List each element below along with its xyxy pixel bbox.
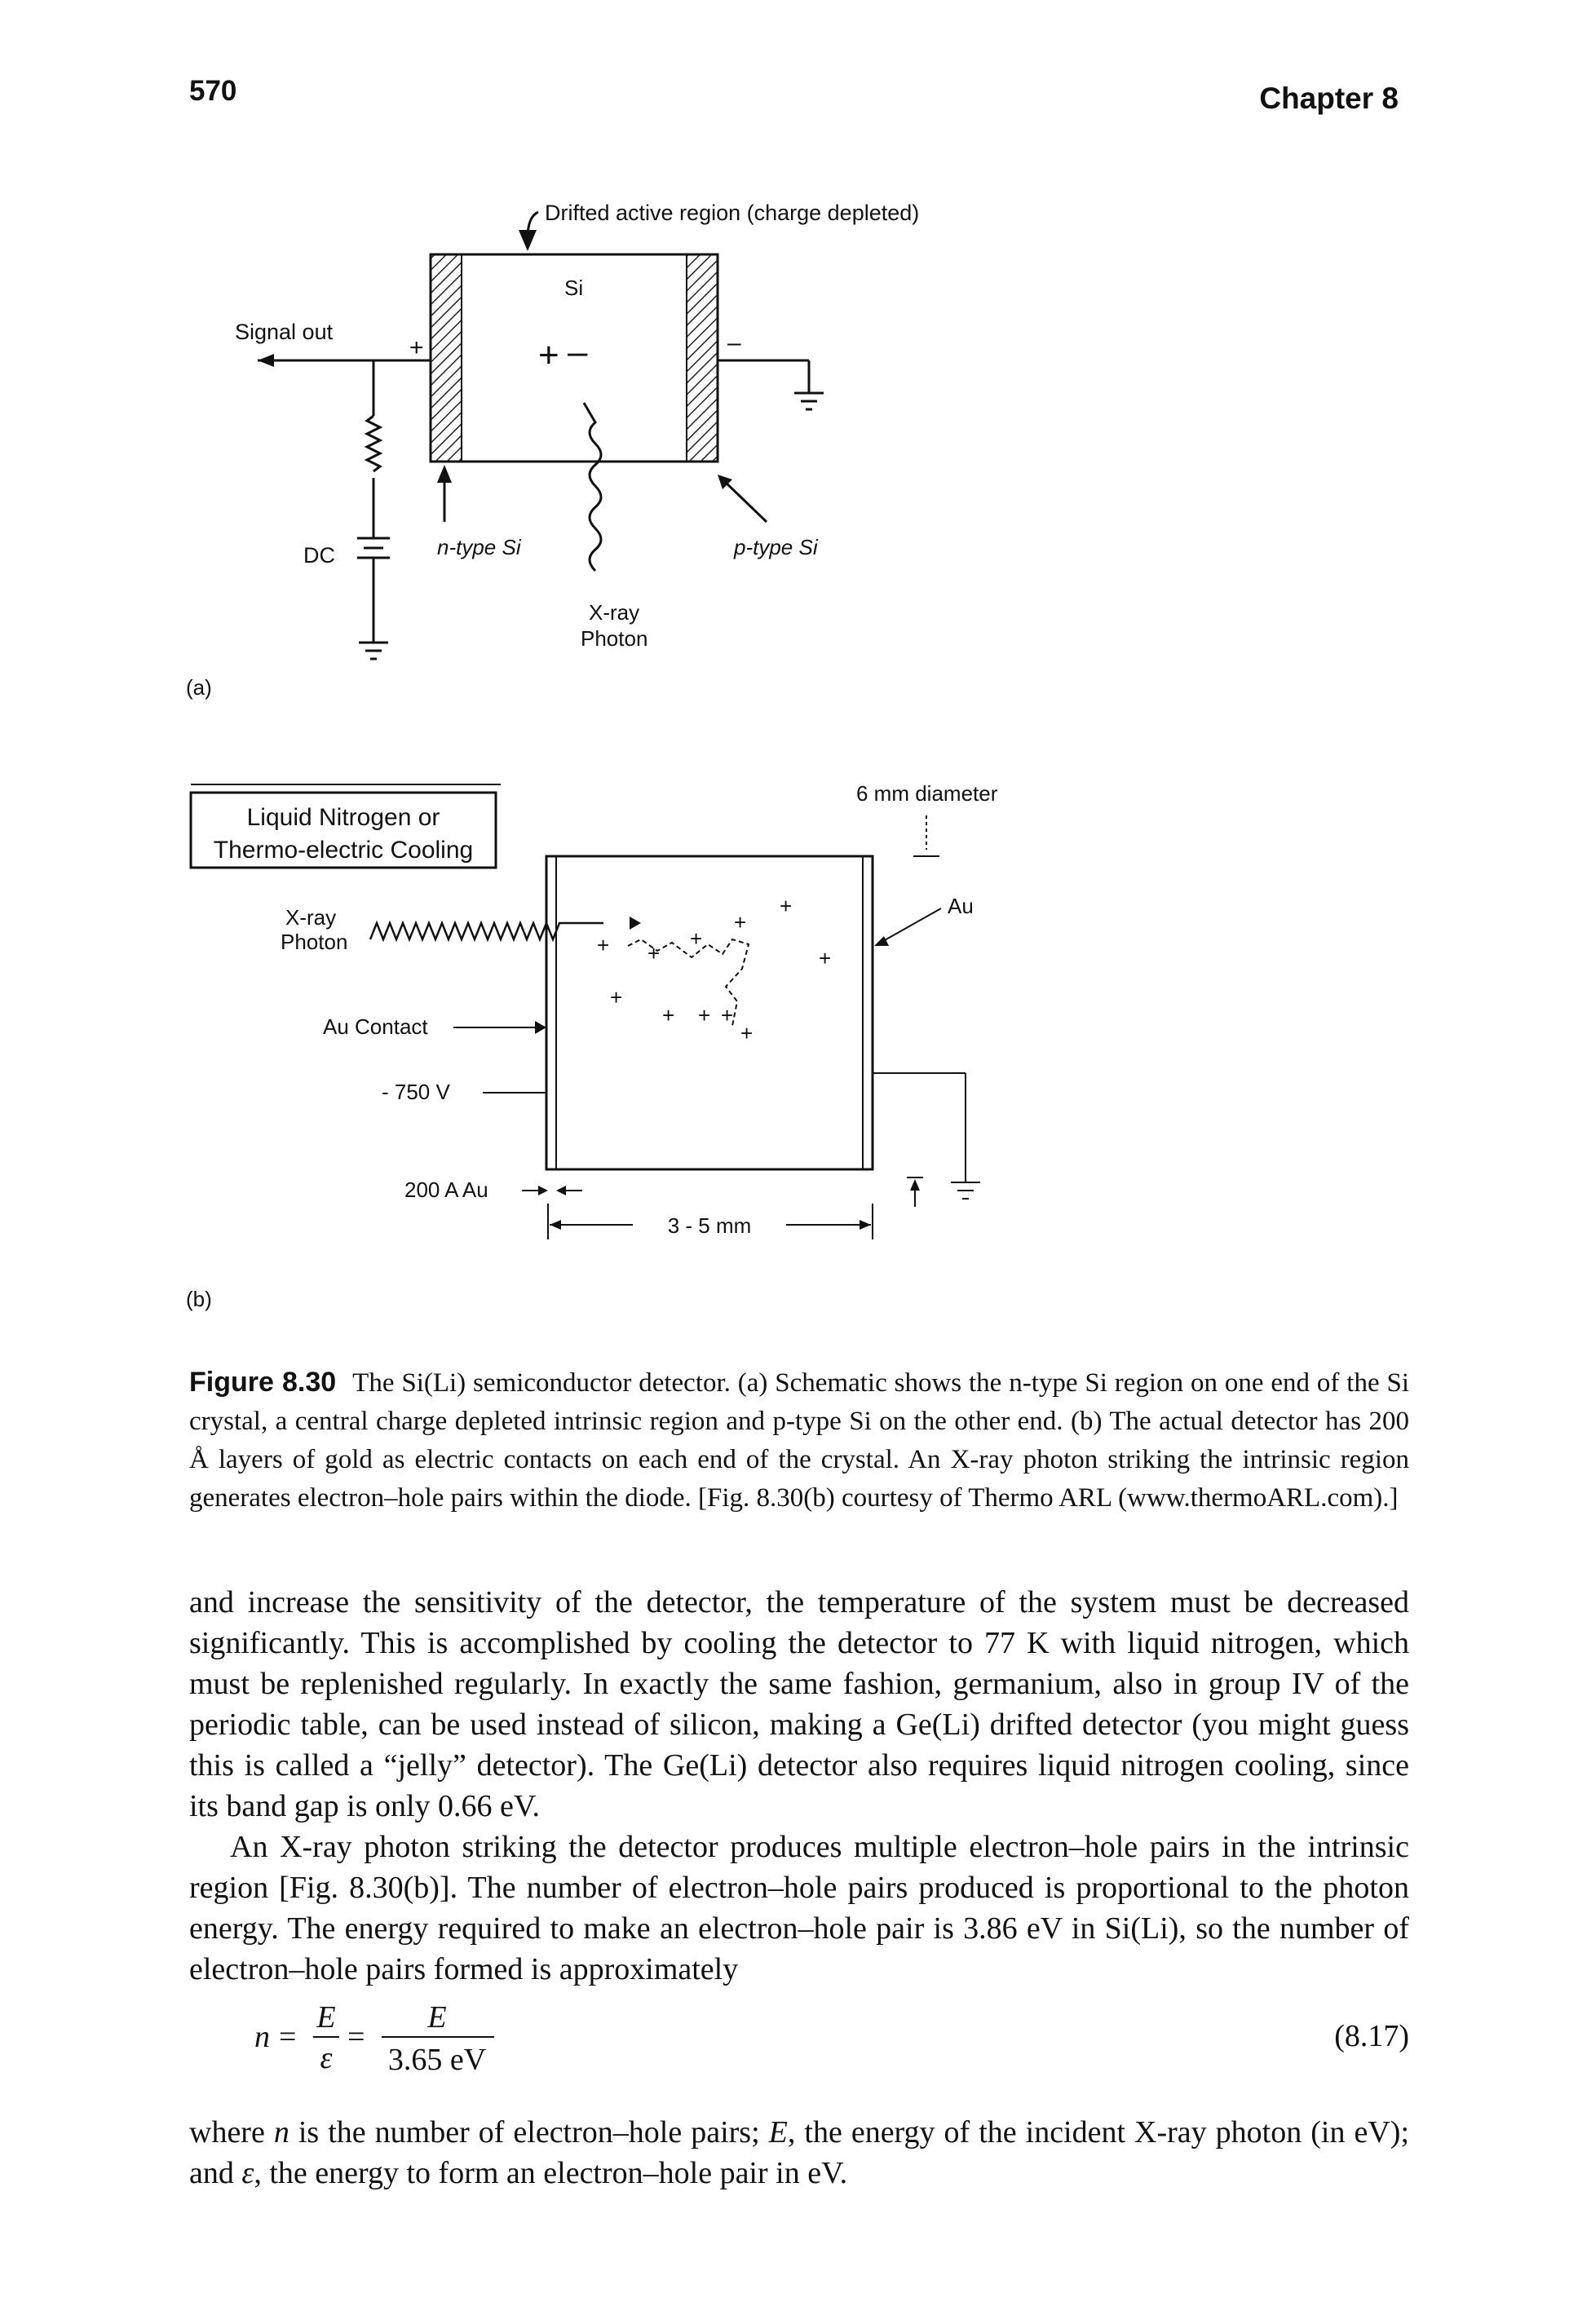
cooling-label-line1: Liquid Nitrogen or bbox=[247, 804, 440, 831]
equation-8-17: n = E ε = E 3.65 eV (8.17) bbox=[189, 1990, 1409, 2079]
hole-2: + bbox=[647, 941, 660, 965]
running-head: Chapter 8 bbox=[1259, 82, 1399, 115]
thickness-arrowhead-left bbox=[550, 1220, 561, 1230]
paragraph-1: and increase the sensitivity of the dete… bbox=[189, 1585, 1409, 1823]
body-text: and increase the sensitivity of the dete… bbox=[189, 1582, 1409, 1990]
closing-text-4: , the energy to form an electron–hole pa… bbox=[254, 2156, 848, 2190]
n-type-label: n-type Si bbox=[437, 535, 522, 559]
voltage-label: - 750 V bbox=[382, 1080, 450, 1104]
figure-caption-text: The Si(Li) semiconductor detector. (a) S… bbox=[189, 1368, 1410, 1513]
equation-number: (8.17) bbox=[1334, 2019, 1409, 2053]
au-contact-label: Au Contact bbox=[323, 1014, 428, 1039]
eq-frac2-num: E bbox=[426, 2000, 446, 2035]
closing-text-1: where bbox=[189, 2115, 274, 2149]
p-type-arrow bbox=[721, 478, 768, 524]
eq-frac1-num: E bbox=[316, 2000, 335, 2035]
hole-8: + bbox=[662, 1003, 674, 1027]
xray-label-line1: X-ray bbox=[285, 905, 336, 930]
xray-arrowhead bbox=[630, 917, 641, 930]
cooling-label-box bbox=[189, 791, 497, 869]
closing-text-2: is the number of electron–hole pairs; bbox=[289, 2115, 769, 2149]
xray-photon-path bbox=[582, 402, 603, 572]
hole-1: + bbox=[597, 933, 609, 957]
p-type-label: p-type Si bbox=[733, 535, 819, 559]
closing-var-epsilon: ε bbox=[241, 2156, 254, 2190]
n-type-arrowhead bbox=[437, 465, 452, 483]
au-pointer-arrowhead bbox=[874, 936, 889, 946]
hole-9: + bbox=[698, 1003, 710, 1027]
xray-label-line2: Photon bbox=[581, 626, 647, 651]
p-type-layer bbox=[686, 254, 718, 462]
closing-var-e: E bbox=[768, 2115, 788, 2149]
xray-label-line2: Photon bbox=[281, 930, 347, 954]
resistor bbox=[364, 414, 383, 473]
eq-lhs: n bbox=[254, 2020, 270, 2054]
signal-out-label: Signal out bbox=[235, 320, 334, 344]
hole-3: + bbox=[690, 926, 702, 951]
right-contact-minus: – bbox=[727, 329, 741, 356]
detector-crystal bbox=[545, 855, 874, 1171]
eq-equals-2: = bbox=[347, 2020, 365, 2054]
closing-paragraph: where n is the number of electron–hole p… bbox=[189, 2112, 1409, 2194]
closing-text-3: , the energy of the incident X-ray photo… bbox=[189, 2115, 1409, 2190]
xray-zigzag bbox=[369, 920, 603, 943]
diameter-label: 6 mm diameter bbox=[856, 781, 998, 806]
figure-caption-label: Figure 8.30 bbox=[189, 1367, 337, 1398]
dc-label: DC bbox=[303, 543, 335, 568]
closing-var-n: n bbox=[273, 2115, 289, 2149]
electron-track bbox=[627, 938, 750, 1027]
au-contact-arrowhead bbox=[535, 1021, 546, 1034]
figure-8-30a: Drifted active region (charge depleted) … bbox=[186, 201, 919, 700]
eq-frac2-den: 3.65 eV bbox=[388, 2043, 487, 2077]
page-number: 570 bbox=[189, 75, 237, 107]
au-label: Au bbox=[948, 894, 974, 918]
au-layer-arrowhead-left bbox=[538, 1186, 548, 1195]
xray-label-line1: X-ray bbox=[589, 600, 639, 625]
hole-5: + bbox=[780, 894, 792, 918]
hole-6: + bbox=[819, 946, 831, 970]
n-type-layer bbox=[430, 254, 462, 462]
hole-11: + bbox=[740, 1021, 753, 1045]
au-layer-arrowhead-right bbox=[556, 1186, 566, 1195]
au-pointer bbox=[877, 908, 942, 945]
equation-body: n = E ε = E 3.65 eV bbox=[254, 2000, 494, 2077]
figure-8-30b: Liquid Nitrogen or Thermo-electric Cooli… bbox=[186, 781, 998, 1311]
hole-4: + bbox=[734, 910, 746, 934]
paragraph-2: An X-ray photon striking the detector pr… bbox=[189, 1830, 1409, 1986]
left-contact-plus: + bbox=[409, 334, 424, 361]
p-type-arrowhead bbox=[718, 475, 732, 489]
panel-b-label: (b) bbox=[186, 1287, 212, 1311]
thickness-arrowhead-right bbox=[860, 1220, 871, 1230]
thickness-label: 3 - 5 mm bbox=[668, 1213, 752, 1238]
drifted-region-label: Drifted active region (charge depleted) bbox=[545, 201, 919, 225]
eq-equals-1: = bbox=[279, 2020, 296, 2054]
crystal-label: Si bbox=[564, 276, 583, 300]
cooling-label-line2: Thermo-electric Cooling bbox=[214, 837, 473, 864]
drifted-region-arrowhead bbox=[519, 230, 537, 251]
panel-a-label: (a) bbox=[186, 675, 212, 700]
hole-sign: + bbox=[538, 335, 559, 375]
electron-sign: – bbox=[568, 332, 588, 372]
eq-frac1-den: ε bbox=[320, 2041, 333, 2075]
bottom-tick-arrowhead bbox=[910, 1179, 920, 1191]
hole-7: + bbox=[610, 985, 622, 1010]
au-layer-label: 200 A Au bbox=[404, 1177, 488, 1202]
signal-out-arrowhead bbox=[258, 354, 274, 367]
hole-10: + bbox=[721, 1003, 733, 1027]
